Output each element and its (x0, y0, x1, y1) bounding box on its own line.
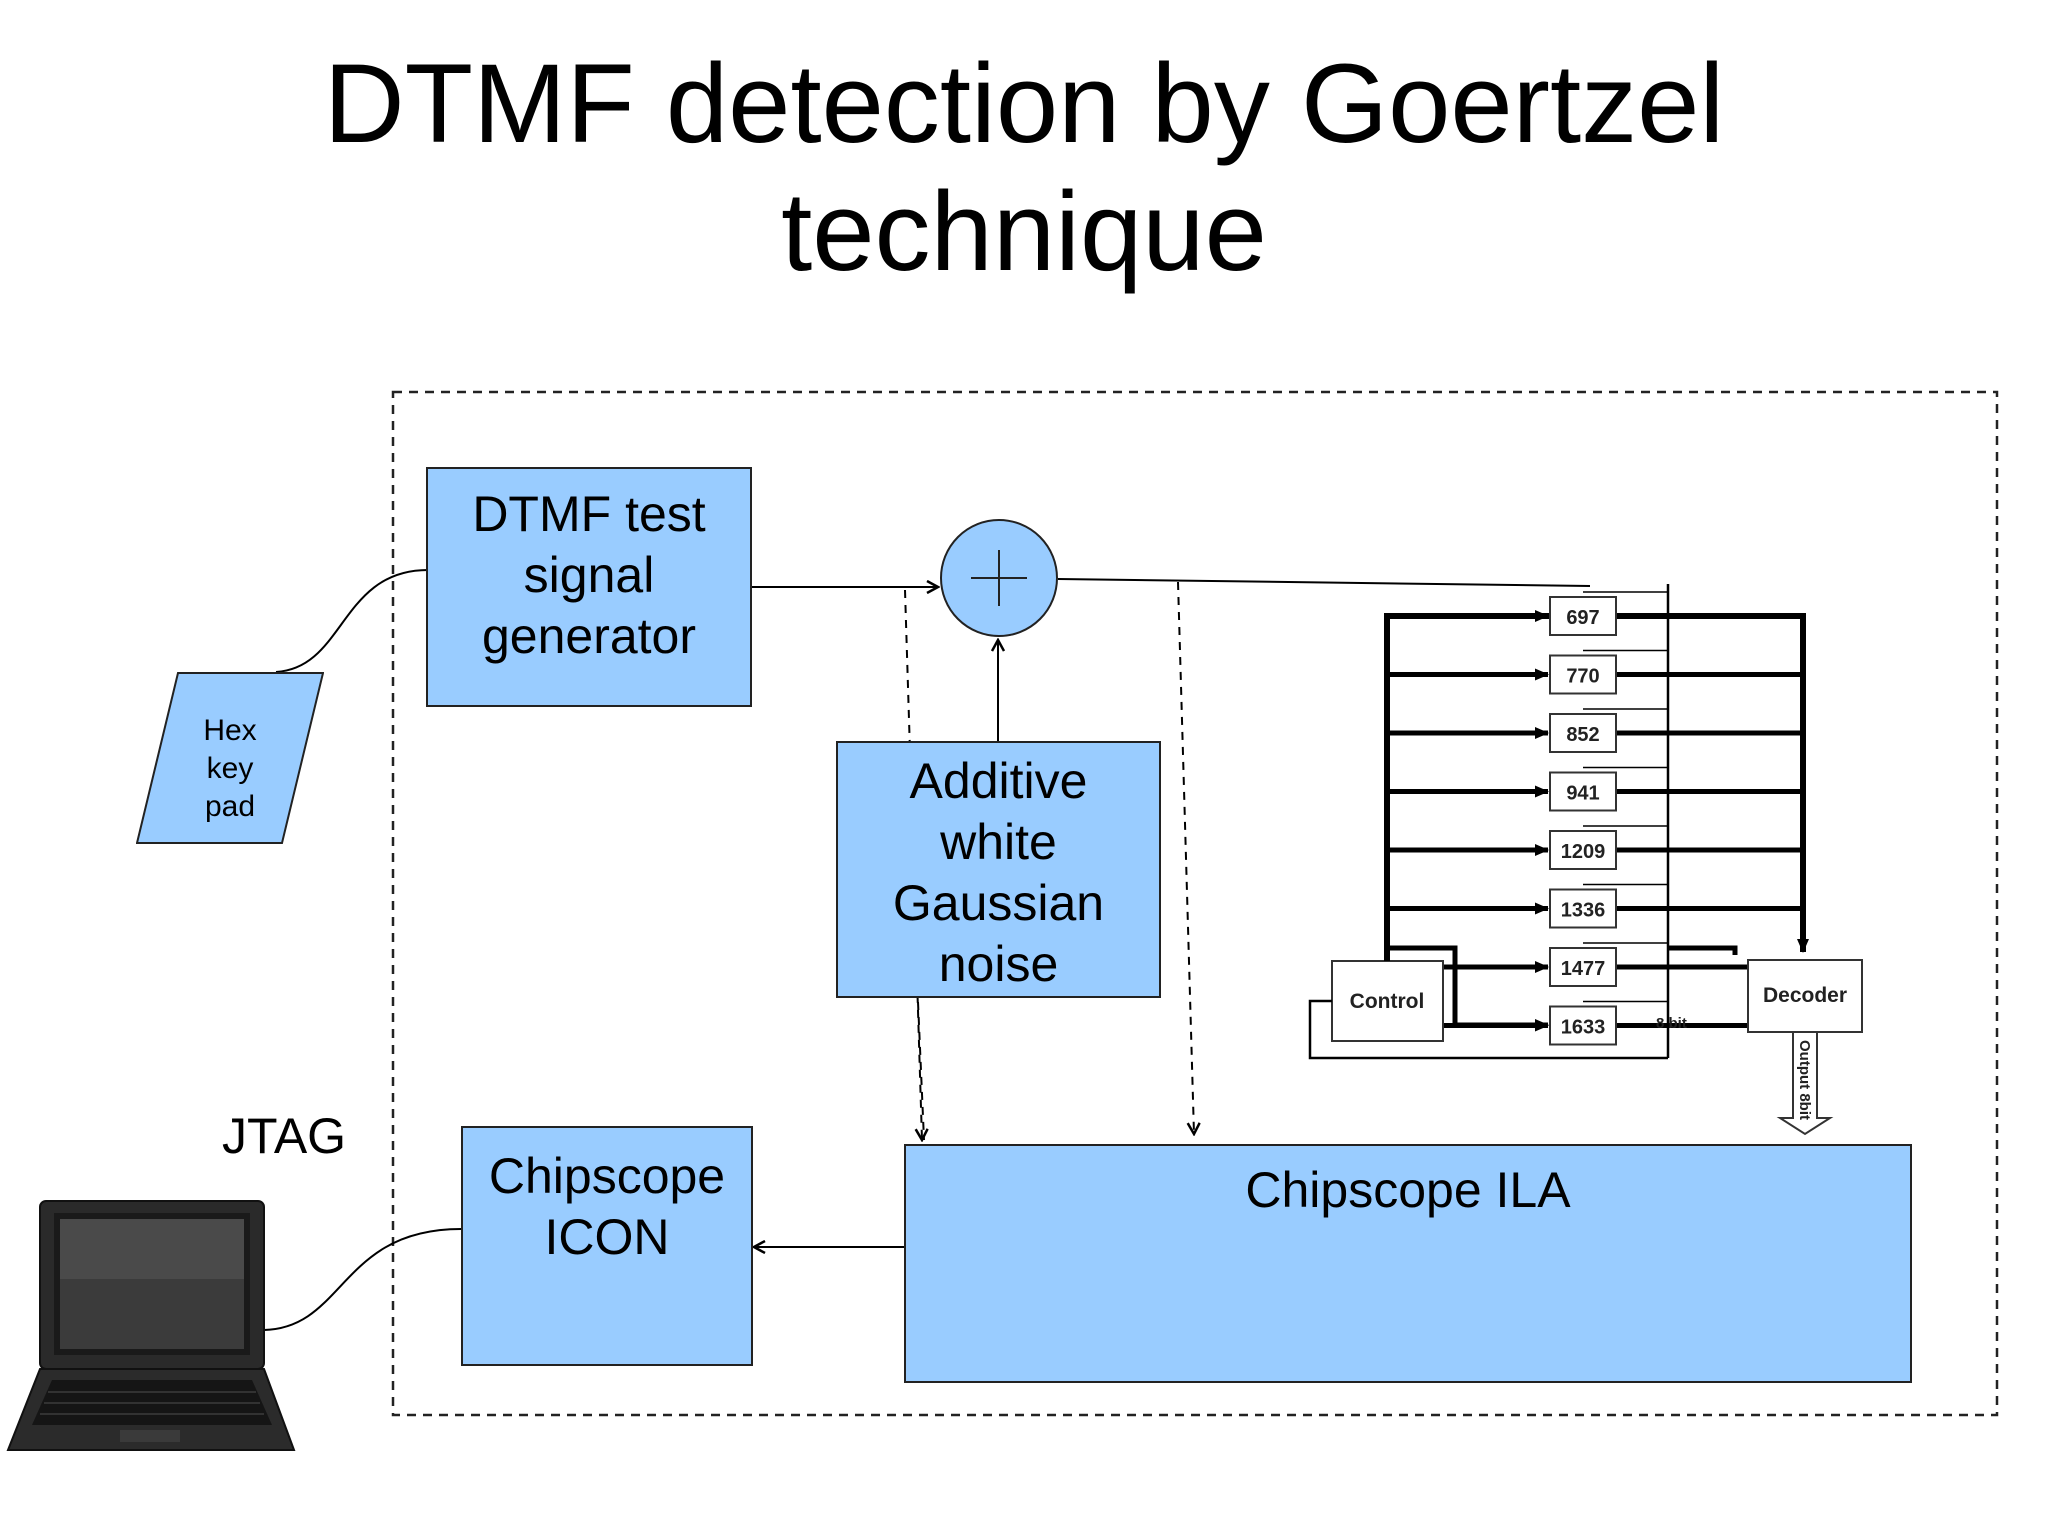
adder-icon (940, 519, 1058, 637)
goertzel-filter-box (1549, 596, 1617, 636)
control-box (1331, 960, 1444, 1042)
title-line-1: DTMF detection by Goertzel (323, 41, 1725, 166)
keypad-label-1: Hex (203, 714, 257, 747)
awgn-block: Additive white Gaussian noise (836, 741, 1161, 998)
goertzel-filter-box (1549, 888, 1617, 929)
filter-frequency-label: 852 (1566, 724, 1599, 746)
control-feedback (1308, 999, 1668, 1060)
dtmf-generator-block: DTMF test signal generator (426, 467, 752, 707)
slide-title: DTMF detection by Goertzel technique (0, 40, 2048, 296)
generator-label-2: signal (523, 547, 655, 603)
probe-line-3 (1177, 581, 1194, 1134)
fpga-boundary (391, 390, 1999, 1417)
goertzel-filter-box (1549, 830, 1617, 870)
filter-frequency-label: 770 (1566, 666, 1599, 688)
control-label: Control (1350, 990, 1425, 1013)
goertzel-filter-box (1549, 771, 1617, 812)
generator-label-1: DTMF test (472, 486, 706, 542)
adder-output-line (1057, 578, 1591, 587)
icon-label-2: ICON (544, 1209, 670, 1265)
chipscope-icon-block: Chipscope ICON (461, 1126, 753, 1366)
keypad-label-2: key (206, 752, 254, 785)
hex-keypad: Hex key pad (136, 672, 324, 844)
generator-label-3: generator (481, 608, 697, 664)
goertzel-filter-box (1549, 1005, 1617, 1046)
goertzel-filter-box (1549, 947, 1617, 987)
filter-frequency-label: 941 (1566, 783, 1599, 805)
filter-frequency-label: 697 (1566, 607, 1599, 629)
noise-label-4: noise (938, 936, 1059, 992)
noise-label-3: Gaussian (892, 875, 1105, 931)
noise-label-2: white (940, 814, 1057, 870)
noise-label-1: Additive (909, 753, 1088, 809)
goertzel-filter-bank: 697 770 852 941 1209 1336 1477 1633 Control 8 bit… (1308, 584, 1863, 1136)
laptop-icon (6, 1200, 296, 1451)
title-line-2: technique (781, 169, 1267, 294)
output-label: Output 8bit (1796, 1040, 1813, 1120)
filter-frequency-label: 1209 (1561, 841, 1606, 863)
goertzel-filter-box (1549, 713, 1617, 753)
decoder-label: Decoder (1763, 984, 1847, 1007)
filter-frequency-label: 1633 (1561, 1017, 1606, 1039)
decoder-box (1747, 959, 1863, 1033)
output-arrow (1776, 1031, 1834, 1136)
keypad-label-3: pad (204, 790, 256, 823)
goertzel-filter-box (1549, 654, 1617, 695)
icon-label-1: Chipscope (488, 1148, 726, 1204)
jtag-label: JTAG (222, 1108, 347, 1164)
control-to-last-filter (1387, 945, 1549, 1031)
decoder-input-line (1668, 945, 1738, 955)
keypad-shape (136, 672, 324, 844)
chipscope-ila-block: Chipscope ILA (904, 1144, 1912, 1383)
bus-width-label: 8 bit (1656, 1015, 1687, 1032)
jtag-link (263, 1228, 462, 1331)
keypad-link (275, 569, 429, 673)
ila-label: Chipscope ILA (1245, 1162, 1571, 1218)
filter-frequency-label: 1336 (1561, 900, 1606, 922)
filter-frequency-label: 1477 (1561, 958, 1606, 980)
